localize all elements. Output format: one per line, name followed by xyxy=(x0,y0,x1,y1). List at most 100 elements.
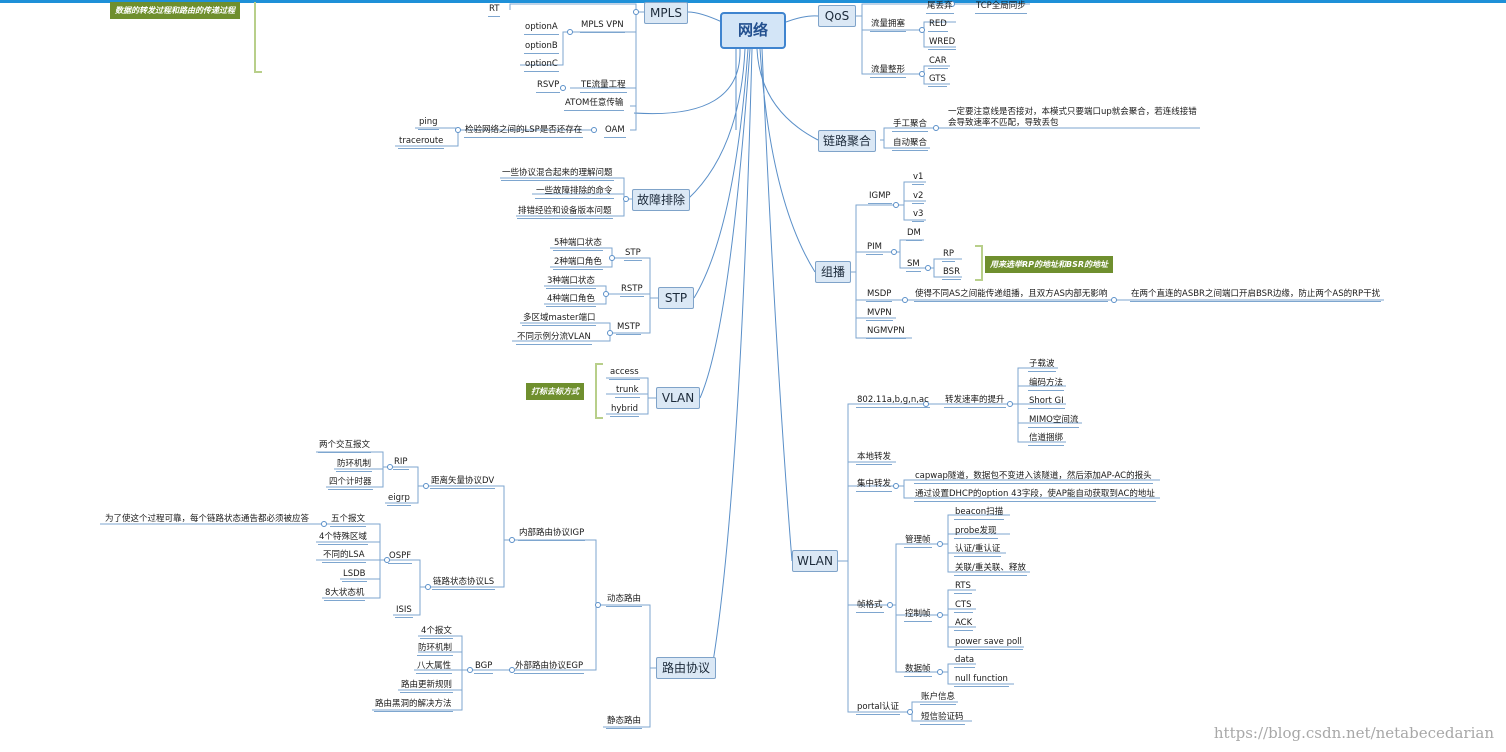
mc-bsr[interactable]: BSR xyxy=(942,266,961,280)
mpls-rt[interactable]: RT xyxy=(488,3,501,17)
qos-shaping[interactable]: 流量整形 xyxy=(870,64,907,78)
mpls-oam[interactable]: OAM xyxy=(604,124,626,138)
topic-routing[interactable]: 路由协议 xyxy=(656,657,716,679)
mc-sm[interactable]: SM xyxy=(906,258,921,272)
mpls-traceroute[interactable]: traceroute xyxy=(398,135,445,149)
lag-auto[interactable]: 自动聚合 xyxy=(892,137,929,151)
wlan-speed-1[interactable]: 子载波 xyxy=(1028,358,1056,372)
mc-v2[interactable]: v2 xyxy=(912,190,925,204)
mpls-oam-check[interactable]: 检验网络之间的LSP是否还存在 xyxy=(464,124,584,138)
topic-multicast[interactable]: 组播 xyxy=(815,261,851,283)
mpls-option-a[interactable]: optionA xyxy=(524,21,559,35)
rt-rip[interactable]: RIP xyxy=(393,456,409,470)
wlan-mgmt-2[interactable]: probe发现 xyxy=(954,525,998,539)
wlan-speed-4[interactable]: MIMO空间流 xyxy=(1028,414,1080,428)
mpls-option-c[interactable]: optionC xyxy=(524,58,559,72)
mc-dm[interactable]: DM xyxy=(906,227,922,241)
qos-tcp[interactable]: TCP全局同步 xyxy=(975,0,1027,14)
rt-dynamic[interactable]: 动态路由 xyxy=(606,593,643,607)
ts-item-1[interactable]: 一些协议混合起来的理解问题 xyxy=(501,167,614,181)
rt-bgp-2[interactable]: 防环机制 xyxy=(417,642,454,656)
wlan-speed-5[interactable]: 信道捆绑 xyxy=(1028,432,1065,446)
mc-msdp-1[interactable]: 使得不同AS之间能传递组播，且双方AS内部无影响 xyxy=(914,288,1109,302)
stp-roles2[interactable]: 2种端口角色 xyxy=(553,256,603,270)
ts-item-3[interactable]: 排错经验和设备版本问题 xyxy=(517,205,613,219)
vlan-trunk[interactable]: trunk xyxy=(615,384,640,398)
rt-static[interactable]: 静态路由 xyxy=(606,715,643,729)
mc-pim[interactable]: PIM xyxy=(866,241,883,255)
mpls-atom[interactable]: ATOM任意传输 xyxy=(564,97,625,111)
rt-egp[interactable]: 外部路由协议EGP xyxy=(514,660,585,674)
stp-roles4[interactable]: 4种端口角色 xyxy=(546,293,596,307)
rt-bgp-3[interactable]: 八大属性 xyxy=(416,660,453,674)
qos-car[interactable]: CAR xyxy=(928,55,948,69)
qos-red[interactable]: RED xyxy=(928,18,948,32)
wlan-speed-2[interactable]: 编码方法 xyxy=(1028,377,1065,391)
lag-manual-note[interactable]: 一定要注意线是否接对，本模式只要端口up就会聚合，若连线接错会导致速率不匹配，导… xyxy=(948,107,1197,128)
mc-msdp[interactable]: MSDP xyxy=(866,288,893,302)
topic-troubleshooting[interactable]: 故障排除 xyxy=(632,189,690,211)
stp-master[interactable]: 多区域master端口 xyxy=(522,312,597,326)
wlan-ctrl-4[interactable]: power save poll xyxy=(954,636,1023,650)
wlan-data[interactable]: 数据帧 xyxy=(904,663,932,677)
rt-ls[interactable]: 链路状态协议LS xyxy=(432,576,496,590)
stp-vlan[interactable]: 不同示例分流VLAN xyxy=(516,331,592,345)
stp-ports5[interactable]: 5种端口状态 xyxy=(553,237,603,251)
rt-bgp[interactable]: BGP xyxy=(474,660,494,674)
topic-qos[interactable]: QoS xyxy=(818,5,856,27)
wlan-mgmt-3[interactable]: 认证/重认证 xyxy=(954,543,1002,557)
topic-wlan[interactable]: WLAN xyxy=(792,550,838,572)
stp-mstp[interactable]: MSTP xyxy=(616,321,642,335)
rt-bgp-5[interactable]: 路由黑洞的解决方法 xyxy=(374,698,453,712)
wlan-speed[interactable]: 转发速率的提升 xyxy=(944,394,1006,408)
rt-bgp-4[interactable]: 路由更新规则 xyxy=(400,679,454,693)
mc-msdp-2[interactable]: 在两个直连的ASBR之间端口开启BSR边缘，防止两个AS的RP干扰 xyxy=(1130,288,1382,302)
wlan-local[interactable]: 本地转发 xyxy=(856,451,893,465)
rt-dv[interactable]: 距离矢量协议DV xyxy=(430,475,496,489)
wlan-data-1[interactable]: data xyxy=(954,654,976,668)
mc-v3[interactable]: v3 xyxy=(912,208,925,222)
rt-ospf[interactable]: OSPF xyxy=(388,550,413,564)
rt-isis[interactable]: ISIS xyxy=(395,604,413,618)
topic-lag[interactable]: 链路聚合 xyxy=(818,130,876,152)
lag-manual[interactable]: 手工聚合 xyxy=(892,118,929,132)
wlan-ctrl-1[interactable]: RTS xyxy=(954,580,972,594)
topic-vlan[interactable]: VLAN xyxy=(656,387,700,409)
wlan-central-2[interactable]: 通过设置DHCP的option 43字段，使AP能自动获取到AC的地址 xyxy=(914,488,1156,502)
wlan-mgmt-1[interactable]: beacon扫描 xyxy=(954,506,1005,520)
mpls-vpn[interactable]: MPLS VPN xyxy=(580,19,625,33)
rt-igp[interactable]: 内部路由协议IGP xyxy=(518,527,586,541)
rt-ospf-3[interactable]: 不同的LSA xyxy=(322,549,366,563)
rt-rip-1[interactable]: 两个交互报文 xyxy=(318,439,372,453)
mpls-ping[interactable]: ping xyxy=(418,116,439,130)
wlan-central-1[interactable]: capwap隧道，数据包不变进入该隧道，然后添加AP-AC的报头 xyxy=(914,470,1153,484)
stp-stp[interactable]: STP xyxy=(624,247,642,261)
rt-rip-3[interactable]: 四个计时器 xyxy=(328,476,373,490)
qos-gts[interactable]: GTS xyxy=(928,73,947,87)
rt-bgp-1[interactable]: 4个报文 xyxy=(420,625,453,639)
wlan-portal[interactable]: portal认证 xyxy=(856,701,900,715)
stp-ports3[interactable]: 3种端口状态 xyxy=(546,275,596,289)
root-topic[interactable]: 网络 xyxy=(720,12,786,49)
stp-rstp[interactable]: RSTP xyxy=(620,283,644,297)
rt-ospf-note[interactable]: 为了使这个过程可靠，每个链路状态通告都必须被应答 xyxy=(105,514,310,524)
mpls-te[interactable]: TE流量工程 xyxy=(580,79,627,93)
topic-mpls[interactable]: MPLS xyxy=(644,2,688,24)
mc-igmp[interactable]: IGMP xyxy=(868,190,892,204)
ts-item-2[interactable]: 一些故障排除的命令 xyxy=(535,185,614,199)
wlan-std[interactable]: 802.11a,b,g,n,ac xyxy=(856,394,930,408)
wlan-portal-2[interactable]: 短信验证码 xyxy=(920,711,965,725)
mc-ngmvpn[interactable]: NGMVPN xyxy=(866,325,906,339)
rt-eigrp[interactable]: eigrp xyxy=(387,492,411,506)
mc-v1[interactable]: v1 xyxy=(912,171,925,185)
qos-wred[interactable]: WRED xyxy=(928,36,957,50)
wlan-ctrl[interactable]: 控制帧 xyxy=(904,608,932,622)
rt-ospf-5[interactable]: 8大状态机 xyxy=(324,587,366,601)
wlan-ctrl-2[interactable]: CTS xyxy=(954,599,973,613)
mc-rp[interactable]: RP xyxy=(942,248,956,262)
rt-ospf-2[interactable]: 4个特殊区域 xyxy=(318,531,368,545)
vlan-hybrid[interactable]: hybrid xyxy=(610,403,640,417)
qos-tail[interactable]: 尾丢弃 xyxy=(926,0,954,14)
rt-ospf-1[interactable]: 五个报文 xyxy=(330,513,367,527)
mpls-rsvp[interactable]: RSVP xyxy=(536,79,561,93)
